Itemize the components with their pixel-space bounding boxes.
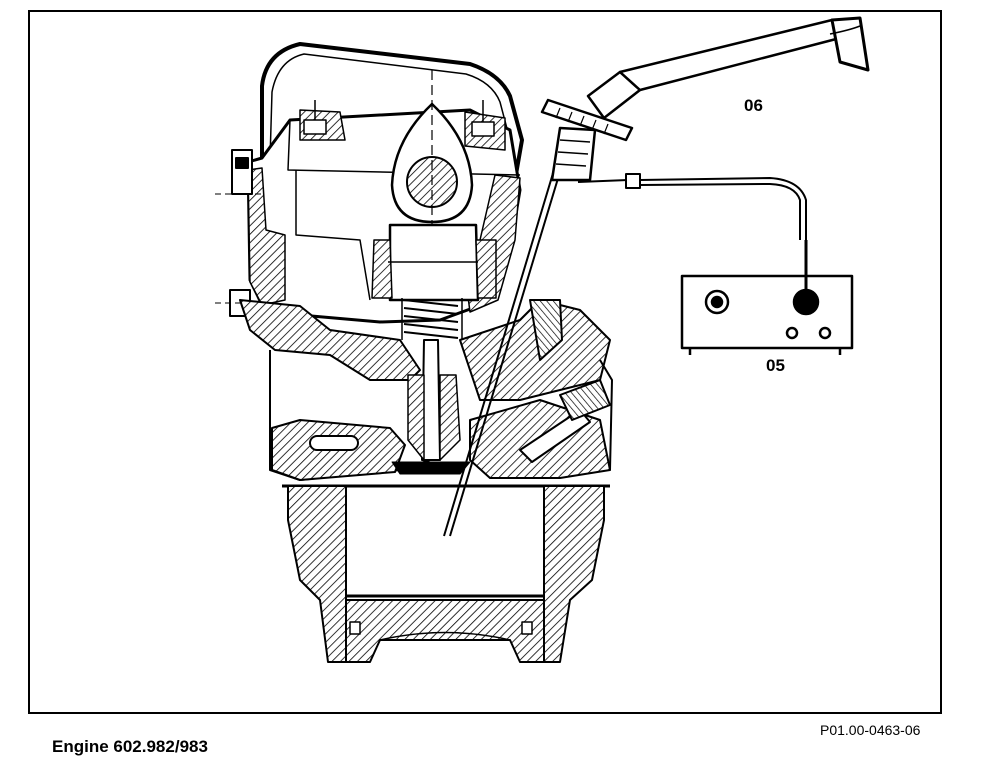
callout-05: 05	[766, 356, 785, 375]
valve-head	[391, 461, 471, 475]
head-bolts	[303, 100, 495, 137]
callout-06: 06	[744, 96, 763, 115]
tester-cable	[577, 173, 807, 240]
valve-spring	[401, 298, 463, 340]
tester-unit-05	[680, 240, 854, 355]
figure-caption: Engine 602.982/983	[52, 737, 208, 756]
injector-assembly	[519, 299, 611, 463]
probe-tool-06	[443, 16, 870, 537]
piston	[345, 599, 545, 663]
figure-code: P01.00-0463-06	[820, 722, 921, 738]
coolant-passage	[309, 435, 359, 451]
valve-cover	[260, 42, 524, 181]
cylinder-wall-left	[287, 485, 347, 663]
tester-socket-icon	[792, 288, 820, 316]
head-wall-left	[247, 167, 286, 306]
cylinder-wall-right	[543, 485, 605, 663]
